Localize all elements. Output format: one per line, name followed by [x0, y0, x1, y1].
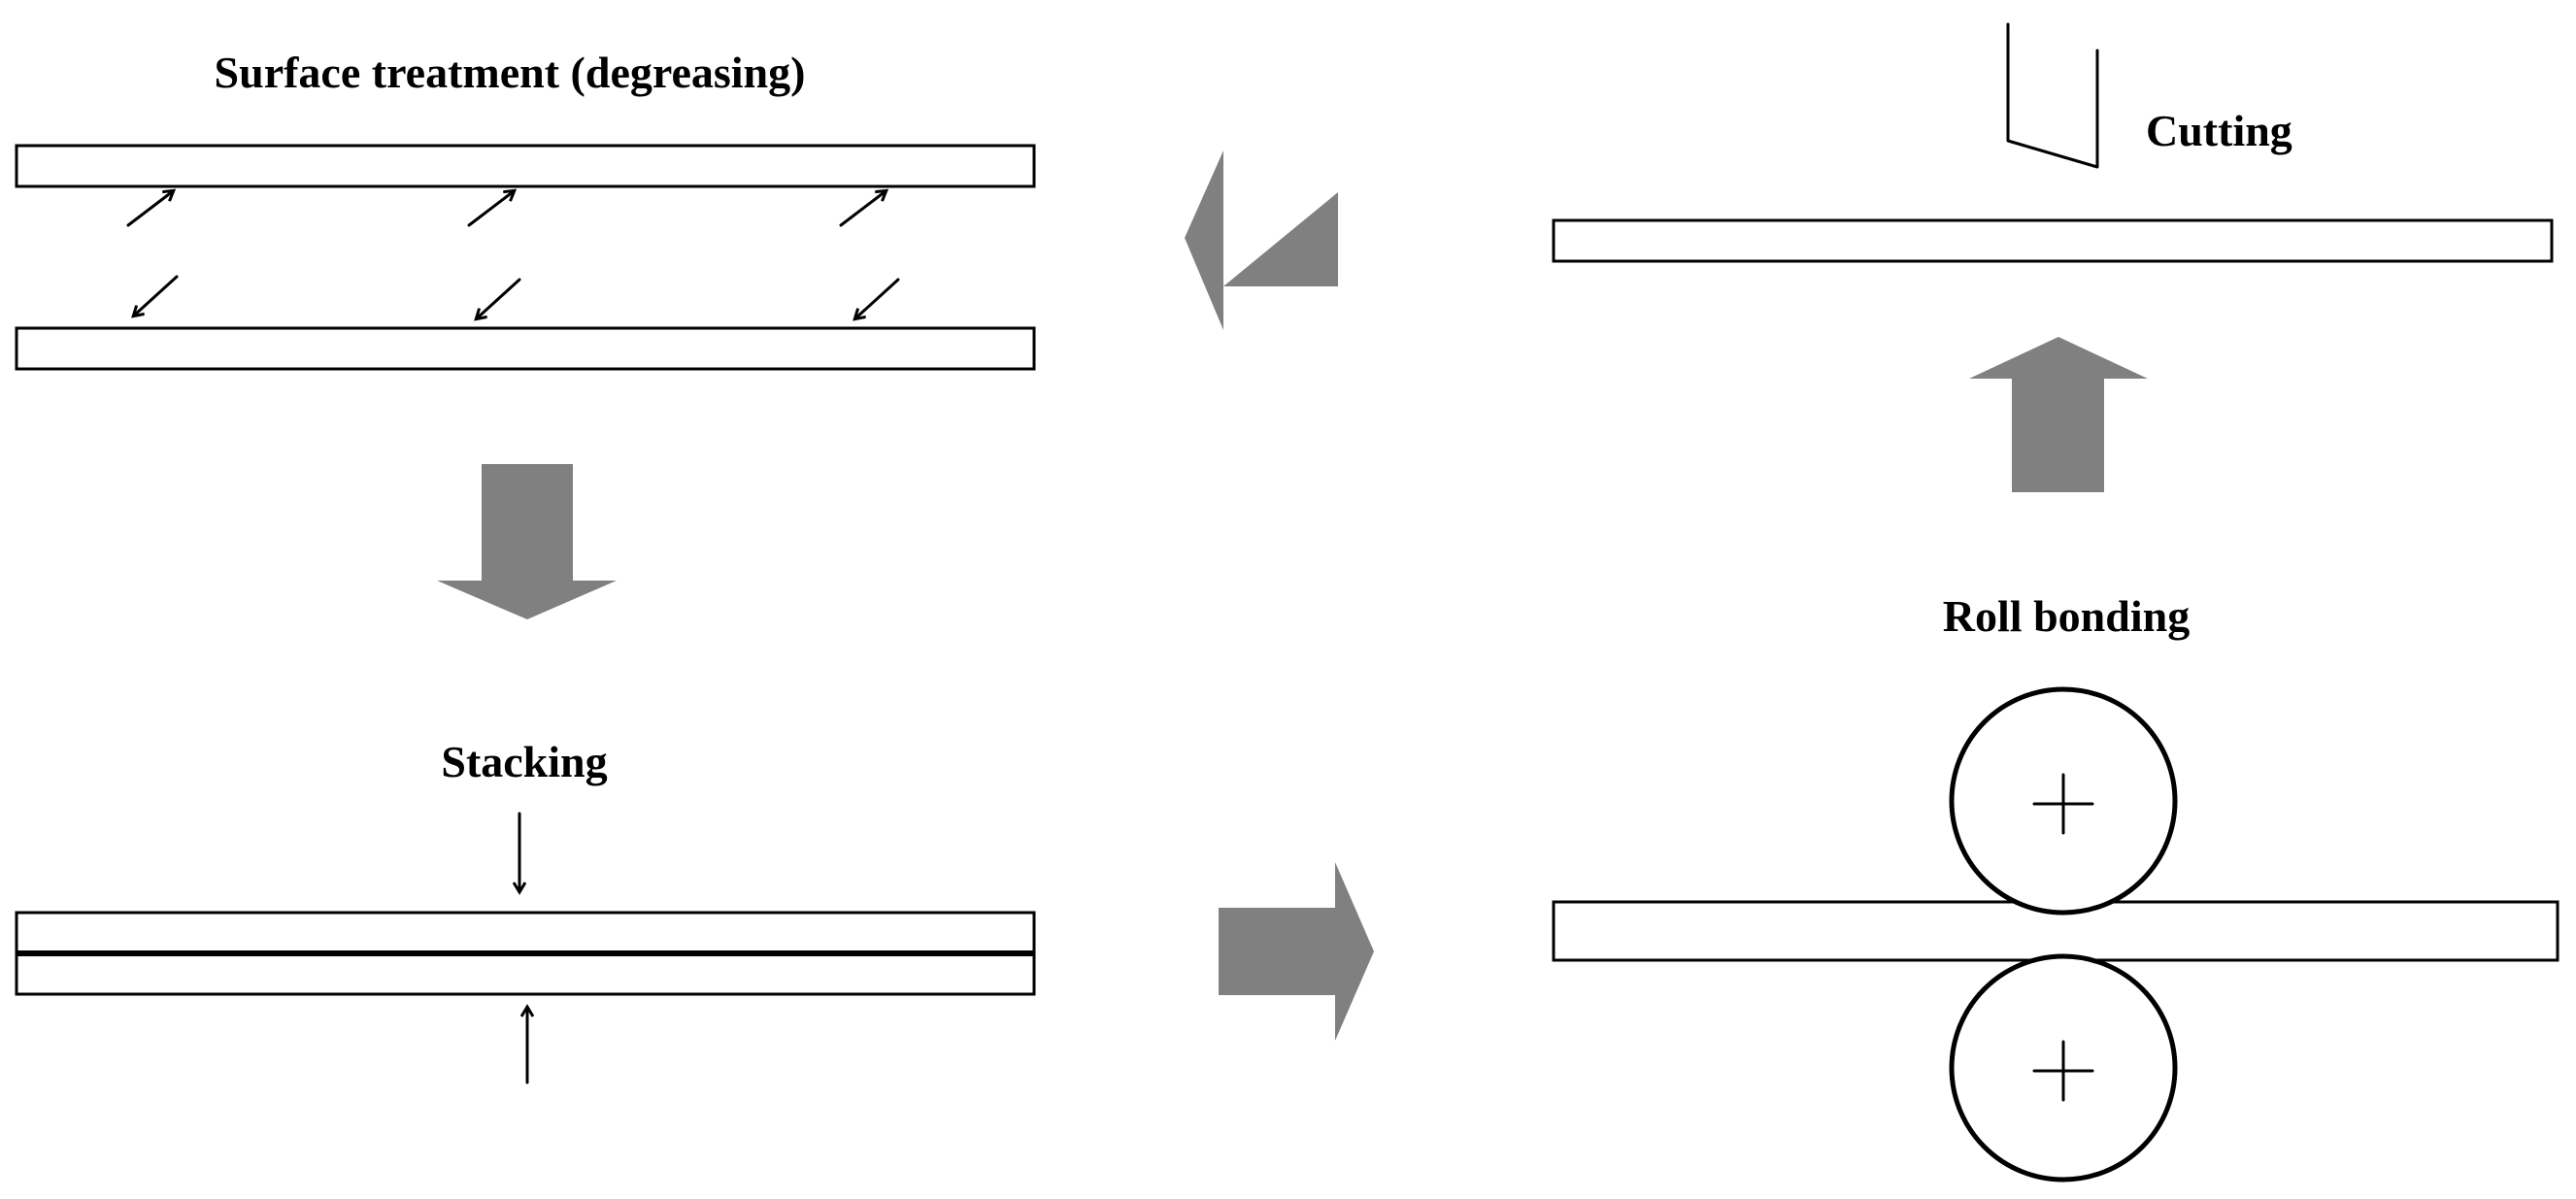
outward-arrow-1 [126, 191, 173, 227]
lower-sheet [15, 326, 1036, 371]
stacking-label: Stacking [441, 737, 607, 786]
surface-treatment-step: Surface treatment (degreasing) [15, 48, 1036, 371]
cut-sheet [1552, 218, 2554, 263]
upper-sheet [15, 144, 1036, 188]
roll-bonding-label: Roll bonding [1943, 591, 2190, 641]
stacked-sheet-upper [15, 911, 1036, 955]
cutting-blade [2006, 22, 2099, 169]
flow-arrow-left [1185, 150, 1338, 330]
flow-arrow-right [1219, 862, 1374, 1041]
cutting-label: Cutting [2146, 106, 2292, 155]
stacked-sheet-lower [15, 951, 1036, 996]
flow-arrow-down [437, 464, 617, 619]
inward-arrow-1 [134, 275, 179, 316]
flow-arrow-up [1969, 337, 2148, 492]
roll-bonding-step: Roll bonding [1552, 591, 2559, 1182]
inward-arrow-2 [477, 278, 521, 318]
inward-arrow-3 [855, 278, 900, 318]
stacking-step: Stacking [15, 737, 1036, 1084]
outward-arrow-2 [467, 191, 514, 227]
outward-arrow-3 [839, 191, 886, 227]
cutting-step: Cutting [1552, 22, 2554, 263]
surface-treatment-label: Surface treatment (degreasing) [215, 48, 806, 97]
